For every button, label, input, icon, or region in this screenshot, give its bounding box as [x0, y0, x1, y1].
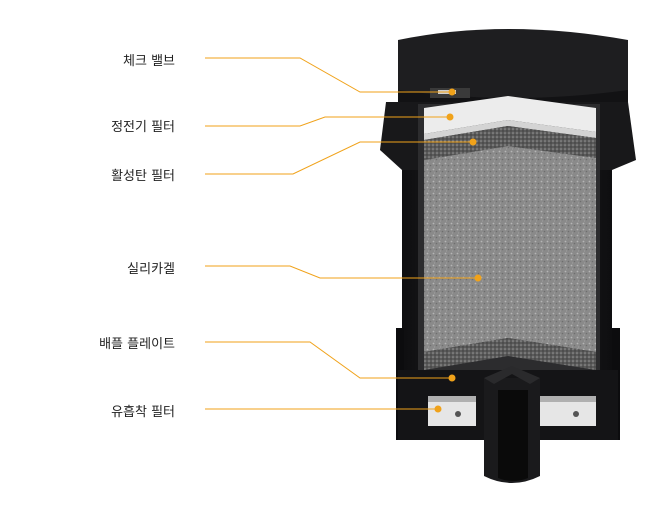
- callout-dots: [434, 88, 482, 413]
- label-baffle-plate: 배플 플레이트: [99, 337, 175, 352]
- baffle-plate-layer: [424, 338, 596, 370]
- callout-line-carbon: [205, 141, 473, 175]
- callout-line-check-valve: [205, 57, 452, 93]
- label-electrostatic-filter: 정전기 필터: [111, 120, 175, 135]
- dot-baffle: [448, 374, 456, 382]
- silica-gel-layer: [424, 146, 596, 352]
- dot-silica: [474, 274, 482, 282]
- dot-check-valve: [448, 88, 456, 96]
- label-silica-gel: 실리카겔: [127, 262, 175, 277]
- dot-electrostatic: [446, 113, 454, 121]
- callout-lines: [205, 57, 478, 410]
- electrostatic-filter-layer: [424, 96, 596, 134]
- label-check-valve: 체크 밸브: [123, 54, 175, 69]
- callout-line-silica: [205, 265, 478, 279]
- dot-adsorption: [434, 405, 442, 413]
- callout-line-electrostatic: [205, 116, 450, 127]
- label-carbon-filter: 활성탄 필터: [111, 169, 175, 184]
- carbon-filter-layer: [424, 126, 596, 160]
- dot-carbon: [469, 138, 477, 146]
- callout-line-baffle: [205, 341, 452, 379]
- top-cap: [398, 29, 628, 100]
- label-adsorption-filter: 유흡착 필터: [111, 405, 175, 420]
